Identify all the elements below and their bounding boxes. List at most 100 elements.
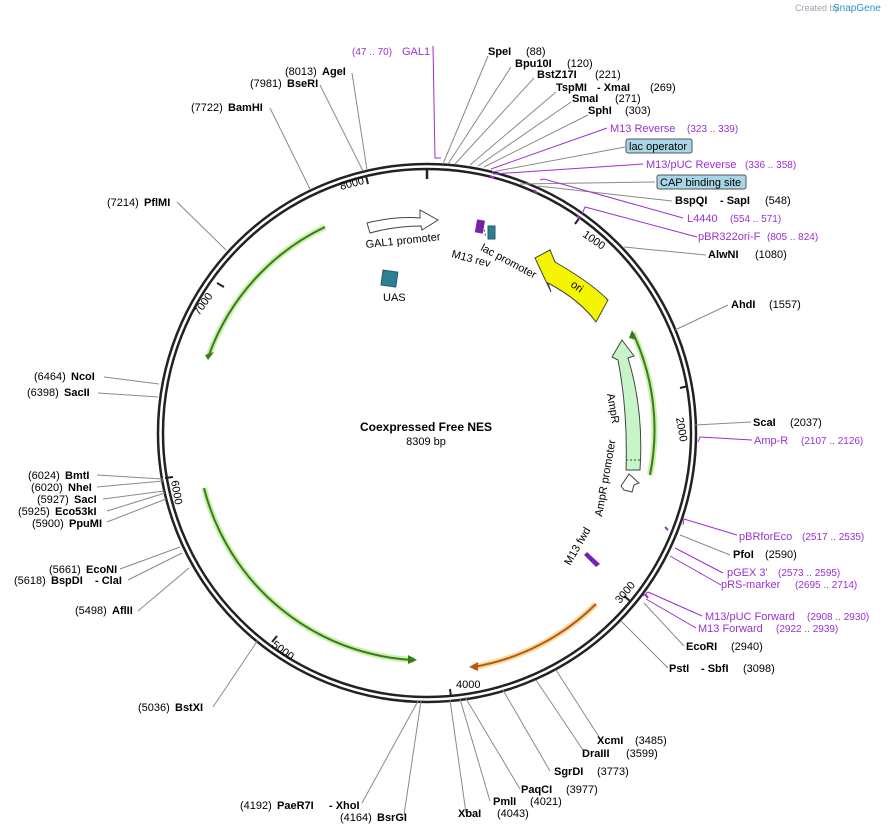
gal1-primer-pos: (47 .. 70)	[352, 47, 392, 58]
m13-fwd-label: M13 fwd	[562, 525, 593, 567]
site-pflmi: PflMI	[144, 197, 170, 209]
site-xbai-pos: (4043)	[497, 808, 529, 820]
site-draiii: DraIII	[582, 748, 610, 760]
site-paqci-pos: (3977)	[566, 784, 598, 796]
site-paer7i: PaeR7I	[277, 800, 314, 812]
site-sphi: SphI	[588, 105, 612, 117]
ori-feature: ori	[534, 249, 609, 323]
site-scai-pos: (2037)	[790, 417, 822, 429]
site-spei-pos: (88)	[526, 46, 546, 58]
plasmid-size: 8309 bp	[406, 436, 446, 448]
site-sphi-pos: (303)	[625, 105, 651, 117]
site-bstz17i-pos: (221)	[595, 69, 621, 81]
site-sacii-pos: (6398)	[27, 387, 59, 399]
site-scai: ScaI	[753, 417, 776, 429]
site-psti-pos: (3098)	[743, 663, 775, 675]
primer-amp-r: Amp-R	[754, 435, 788, 447]
site-ecori: EcoRI	[686, 641, 717, 653]
site-bseri: BseRI	[287, 78, 318, 90]
site-pflmi-pos: (7214)	[107, 197, 139, 209]
site-bamhi: BamHI	[228, 102, 263, 114]
site-clai: - ClaI	[95, 575, 122, 587]
site-xcmi-pos: (3485)	[635, 735, 667, 747]
primer-pbr322ori-f: pBR322ori-F	[698, 231, 761, 243]
uas-label: UAS	[383, 292, 406, 304]
site-psti: PstI	[669, 663, 689, 675]
site-bpu10i: Bpu10I	[515, 58, 552, 70]
site-xmai: - XmaI	[597, 82, 630, 94]
site-xcmi: XcmI	[597, 735, 623, 747]
tick-1000: 1000	[580, 229, 607, 253]
site-smai-pos: (271)	[615, 93, 641, 105]
site-sapi: - SapI	[720, 195, 750, 207]
site-aflii-pos: (5498)	[75, 605, 107, 617]
watermark-prefix: Created by	[795, 3, 840, 13]
site-sgrdi: SgrDI	[554, 766, 583, 778]
site-sgrdi-pos: (3773)	[597, 766, 629, 778]
site-eco53ki: Eco53kI	[55, 506, 97, 518]
lac-promoter-feature: lac promoter M13 rev	[450, 219, 539, 282]
ampr-feature: AmpR	[604, 339, 642, 471]
site-econi: EcoNI	[86, 564, 117, 576]
primer-ring-marks	[489, 175, 669, 599]
site-ncoi: NcoI	[71, 371, 95, 383]
site-bamhi-pos: (7722)	[191, 102, 223, 114]
site-sbfi: - SbfI	[701, 663, 729, 675]
cap-binding-box: CAP binding site	[656, 174, 747, 190]
site-sacii: SacII	[64, 387, 90, 399]
site-bstxi-pos: (5036)	[138, 702, 170, 714]
site-ppumi-pos: (5900)	[32, 518, 64, 530]
site-bstxi: BstXI	[175, 702, 203, 714]
site-ahdi: AhdI	[731, 299, 755, 311]
primer-pbrforeco-pos: (2517 .. 2535)	[802, 532, 864, 543]
primer-m13-puc-forward: M13/pUC Forward	[705, 611, 795, 623]
primer-prs-marker-pos: (2695 .. 2714)	[795, 580, 857, 591]
ori-label: ori	[568, 279, 585, 296]
site-nhei: NheI	[68, 482, 92, 494]
site-bsrgi: BsrGI	[377, 812, 407, 824]
site-pmli-pos: (4021)	[530, 796, 562, 808]
site-paer7i-pos: (4192)	[240, 800, 272, 812]
site-eco53ki-pos: (5925)	[18, 506, 50, 518]
site-ppumi: PpuMI	[69, 518, 102, 530]
lac-operator-box: lac operator	[625, 138, 693, 154]
site-saci-pos: (5927)	[37, 494, 69, 506]
primer-l4440: L4440	[687, 213, 718, 225]
site-bmti-pos: (6024)	[28, 470, 60, 482]
site-pfoi-pos: (2590)	[765, 549, 797, 561]
site-econi-pos: (5661)	[49, 564, 81, 576]
ampr-label: AmpR	[604, 392, 621, 424]
site-ncoi-pos: (6464)	[34, 371, 66, 383]
primer-m13-forward: M13 Forward	[698, 623, 763, 635]
primer-amp-r-pos: (2107 .. 2126)	[801, 436, 863, 447]
site-agei: AgeI	[322, 66, 346, 78]
site-pmli: PmlI	[493, 796, 516, 808]
site-bseri-pos: (7981)	[250, 78, 282, 90]
site-agei-pos: (8013)	[285, 66, 317, 78]
gal1-promoter-feature: GAL1 promoter	[365, 209, 441, 251]
cds-arcs	[201, 224, 658, 671]
site-xbai: XbaI	[458, 808, 481, 820]
primer-m13-forward-pos: (2922 .. 2939)	[776, 624, 838, 635]
ampr-promoter-label: AmpR promoter	[593, 439, 618, 518]
m13-fwd-feature: M13 fwd	[562, 525, 600, 568]
site-bspdi: BspDI	[51, 575, 83, 587]
site-xhoi: - XhoI	[329, 800, 360, 812]
tick-2000: 2000	[673, 416, 689, 442]
tick-6000: 6000	[168, 479, 184, 505]
plasmid-backbone	[156, 162, 698, 704]
site-saci: SacI	[74, 494, 97, 506]
leader-lines	[96, 45, 753, 816]
site-bspdi-pos: (5618)	[14, 575, 46, 587]
primer-m13-puc-forward-pos: (2908 .. 2930)	[807, 612, 869, 623]
site-smai: SmaI	[572, 93, 598, 105]
primer-m13-reverse: M13 Reverse	[610, 123, 675, 135]
site-alwni-pos: (1080)	[755, 249, 787, 261]
primer-pbr322ori-f-pos: (805 .. 824)	[767, 232, 818, 243]
lac-operator-label: lac operator	[629, 141, 687, 153]
cap-binding-label: CAP binding site	[660, 177, 741, 189]
primer-pbrforeco: pBRforEco	[739, 531, 792, 543]
site-spei: SpeI	[488, 46, 511, 58]
site-ahdi-pos: (1557)	[769, 299, 801, 311]
